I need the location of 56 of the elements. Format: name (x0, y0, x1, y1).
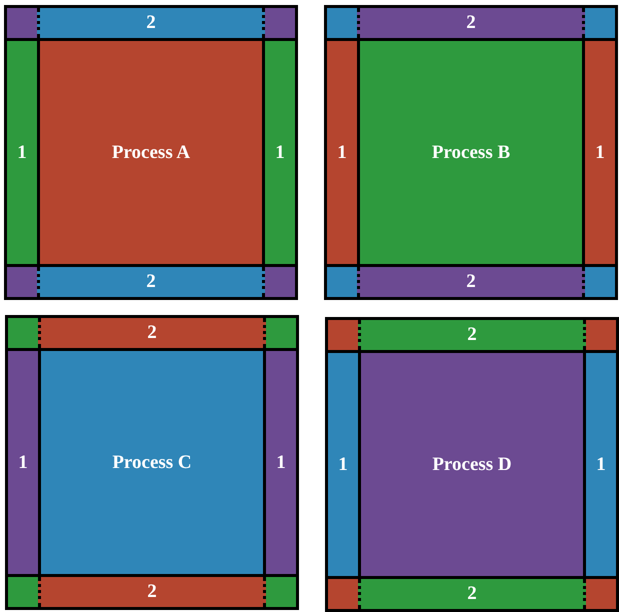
corner-square (585, 8, 615, 38)
corner-square (327, 8, 357, 38)
edge-strip (38, 577, 266, 607)
process-box (40, 41, 262, 264)
process-box (360, 41, 582, 264)
strip-number: 1 (595, 142, 605, 164)
strip-number: 1 (275, 142, 285, 164)
corner-square (7, 8, 37, 38)
edge-strip (357, 8, 585, 38)
strip-number: 2 (146, 271, 156, 293)
corner-square (585, 267, 615, 297)
strip-number: 2 (466, 271, 476, 293)
side-strip (327, 41, 357, 264)
edge-strip (38, 318, 266, 348)
edge-strip (37, 8, 265, 38)
corner-square (327, 267, 357, 297)
process-box (41, 351, 263, 574)
strip-number: 2 (467, 583, 477, 605)
edge-strip (37, 267, 265, 297)
side-strip (266, 351, 296, 574)
strip-number: 2 (147, 322, 157, 344)
strip-number: 2 (466, 12, 476, 34)
corner-square (265, 267, 295, 297)
strip-number: 1 (337, 142, 347, 164)
side-strip (265, 41, 295, 264)
process-label: Process D (432, 454, 512, 476)
strip-number: 1 (596, 454, 606, 476)
corner-square (8, 318, 38, 348)
strip-number: 1 (276, 452, 286, 474)
side-strip (585, 41, 615, 264)
process-label: Process A (112, 142, 190, 164)
process-box (361, 353, 583, 576)
strip-number: 1 (18, 452, 28, 474)
side-strip (8, 351, 38, 574)
side-strip (328, 353, 358, 576)
corner-square (328, 579, 358, 609)
corner-square (266, 318, 296, 348)
corner-square (7, 267, 37, 297)
corner-square (8, 577, 38, 607)
corner-square (328, 320, 358, 350)
corner-square (586, 579, 616, 609)
strip-number: 2 (467, 324, 477, 346)
strip-number: 2 (147, 581, 157, 603)
corner-square (586, 320, 616, 350)
strip-number: 2 (146, 12, 156, 34)
corner-square (266, 577, 296, 607)
side-strip (7, 41, 37, 264)
process-label: Process C (112, 452, 192, 474)
side-strip (586, 353, 616, 576)
edge-strip (358, 579, 586, 609)
strip-number: 1 (17, 142, 27, 164)
strip-number: 1 (338, 454, 348, 476)
edge-strip (358, 320, 586, 350)
edge-strip (357, 267, 585, 297)
process-label: Process B (432, 142, 510, 164)
corner-square (265, 8, 295, 38)
